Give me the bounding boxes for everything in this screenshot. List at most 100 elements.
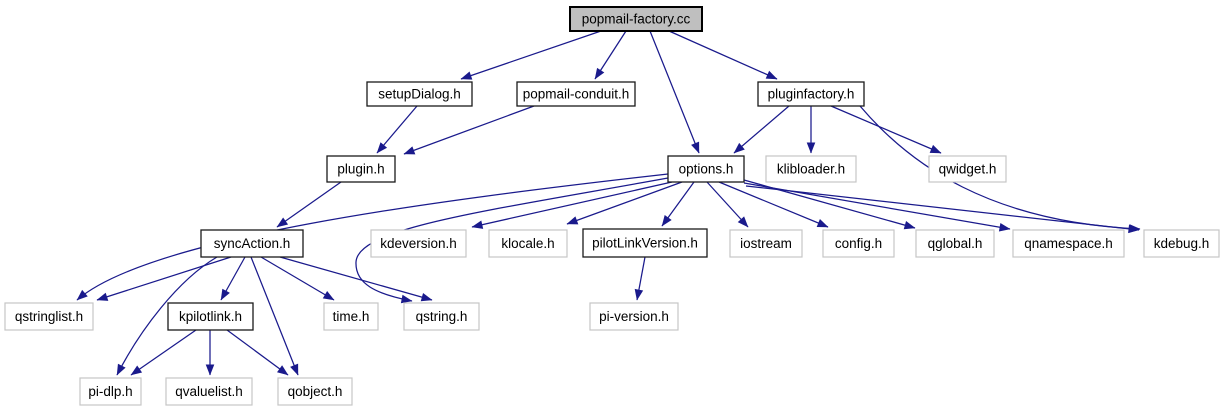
edge-kpilotlink-h-to-qobject-h [226,329,289,376]
node-label-syncaction-h: syncAction.h [214,236,291,251]
edge-popmail-factory-cc-to-pluginfactory-h [668,30,778,80]
edge-kpilotlink-h-to-pi-dlp-h [130,329,197,376]
node-box-time-h[interactable] [323,302,379,331]
node-box-klocale-h[interactable] [488,229,568,258]
node-box-config-h[interactable] [822,229,895,258]
node-kpilotlink-h[interactable]: kpilotlink.h [167,302,254,331]
node-box-pilotlinkversion-h[interactable] [582,228,708,258]
node-box-pi-dlp-h[interactable] [79,377,142,406]
edge-syncaction-h-to-qstring-h [279,256,433,302]
edge-options-h-to-kdebug-h [745,185,1140,234]
edge-pilotlinkversion-h-to-pi-version-h [634,256,646,301]
node-time-h[interactable]: time.h [323,302,379,331]
node-qnamespace-h[interactable]: qnamespace.h [1012,229,1125,258]
node-plugin-h[interactable]: plugin.h [326,155,396,183]
edge-pluginfactory-h-to-qwidget-h [830,105,942,154]
edge-setupdialog-h-to-plugin-h [376,105,418,154]
node-config-h[interactable]: config.h [822,229,895,258]
node-label-kdeversion-h: kdeversion.h [380,236,457,251]
node-label-time-h: time.h [333,309,370,324]
edge-plugin-h-to-syncaction-h [276,181,342,228]
node-label-pilotlinkversion-h: pilotLinkVersion.h [592,236,698,251]
node-pi-dlp-h[interactable]: pi-dlp.h [79,377,142,406]
edge-syncaction-h-to-time-h [260,256,335,301]
node-setupdialog-h[interactable]: setupDialog.h [366,81,473,107]
node-box-plugin-h[interactable] [326,155,396,183]
node-label-qstringlist-h: qstringlist.h [15,309,83,324]
node-popmail-factory-cc[interactable]: popmail-factory.cc [569,6,703,32]
node-box-kpilotlink-h[interactable] [167,302,254,331]
node-label-klocale-h: klocale.h [501,236,554,251]
node-box-options-h[interactable] [667,155,745,183]
node-label-qobject-h: qobject.h [288,384,343,399]
edge-options-h-to-config-h [718,181,829,228]
node-qglobal-h[interactable]: qglobal.h [915,229,995,258]
node-syncaction-h[interactable]: syncAction.h [200,229,304,258]
node-box-qstringlist-h[interactable] [4,302,94,331]
node-klibloader-h[interactable]: klibloader.h [765,155,857,183]
node-label-popmail-conduit-h: popmail-conduit.h [523,87,630,102]
node-box-pluginfactory-h[interactable] [757,81,865,107]
edge-options-h-to-pilotlinkversion-h [661,181,695,227]
node-popmail-conduit-h[interactable]: popmail-conduit.h [516,81,636,107]
node-qstringlist-h[interactable]: qstringlist.h [4,302,94,331]
node-kdeversion-h[interactable]: kdeversion.h [370,229,467,258]
node-label-qglobal-h: qglobal.h [928,236,983,251]
edge-syncaction-h-to-pi-dlp-h [116,256,218,376]
node-box-syncaction-h[interactable] [200,229,304,258]
node-label-klibloader-h: klibloader.h [777,162,845,177]
node-box-qwidget-h[interactable] [928,155,1007,183]
node-label-options-h: options.h [679,162,734,177]
edge-syncaction-h-to-kpilotlink-h [220,256,246,301]
edges-layer [76,30,1141,376]
nodes-layer: popmail-factory.cc setupDialog.h popmail-c… [4,6,1220,406]
node-box-qnamespace-h[interactable] [1012,229,1125,258]
node-qwidget-h[interactable]: qwidget.h [928,155,1007,183]
node-label-kpilotlink-h: kpilotlink.h [179,309,242,324]
edge-popmail-factory-cc-to-popmail-conduit-h [594,30,627,80]
node-box-kdebug-h[interactable] [1143,229,1220,258]
edge-popmail-factory-cc-to-options-h [649,30,700,154]
node-box-popmail-factory-cc[interactable] [569,6,703,32]
node-label-popmail-factory-cc: popmail-factory.cc [582,12,691,27]
edge-options-h-to-iostream [706,181,749,228]
node-label-qstring-h: qstring.h [416,309,468,324]
edge-pluginfactory-h-to-options-h [733,105,790,154]
node-label-pi-version-h: pi-version.h [599,309,669,324]
node-pluginfactory-h[interactable]: pluginfactory.h [757,81,865,107]
node-label-kdebug-h: kdebug.h [1154,236,1210,251]
node-box-qglobal-h[interactable] [915,229,995,258]
edge-popmail-factory-cc-to-setupdialog-h [460,30,602,80]
node-pi-version-h[interactable]: pi-version.h [589,302,679,331]
node-label-qwidget-h: qwidget.h [939,162,997,177]
node-box-popmail-conduit-h[interactable] [516,81,636,107]
node-qobject-h[interactable]: qobject.h [277,377,353,406]
node-box-klibloader-h[interactable] [765,155,857,183]
node-box-kdeversion-h[interactable] [370,229,467,258]
node-label-plugin-h: plugin.h [337,162,384,177]
node-label-iostream: iostream [740,236,792,251]
edge-options-h-to-kdeversion-h [471,181,673,229]
edge-syncaction-h-to-qobject-h [250,256,299,376]
node-kdebug-h[interactable]: kdebug.h [1143,229,1220,258]
edge-options-h-to-qstringlist-h [76,173,669,301]
node-options-h[interactable]: options.h [667,155,745,183]
node-box-qstring-h[interactable] [403,302,480,331]
edge-options-h-to-klocale-h [566,181,683,225]
node-box-qvaluelist-h[interactable] [165,377,253,406]
node-klocale-h[interactable]: klocale.h [488,229,568,258]
node-pilotlinkversion-h[interactable]: pilotLinkVersion.h [582,228,708,258]
edge-syncaction-h-to-qstringlist-h [96,256,232,301]
node-qstring-h[interactable]: qstring.h [403,302,480,331]
node-qvaluelist-h[interactable]: qvaluelist.h [165,377,253,406]
node-label-setupdialog-h: setupDialog.h [378,87,461,102]
node-iostream[interactable]: iostream [729,229,803,258]
node-label-pi-dlp-h: pi-dlp.h [88,384,132,399]
node-label-config-h: config.h [835,236,882,251]
node-box-setupdialog-h[interactable] [366,81,473,107]
node-box-qobject-h[interactable] [277,377,353,406]
node-box-iostream[interactable] [729,229,803,258]
node-label-qvaluelist-h: qvaluelist.h [175,384,243,399]
node-box-pi-version-h[interactable] [589,302,679,331]
